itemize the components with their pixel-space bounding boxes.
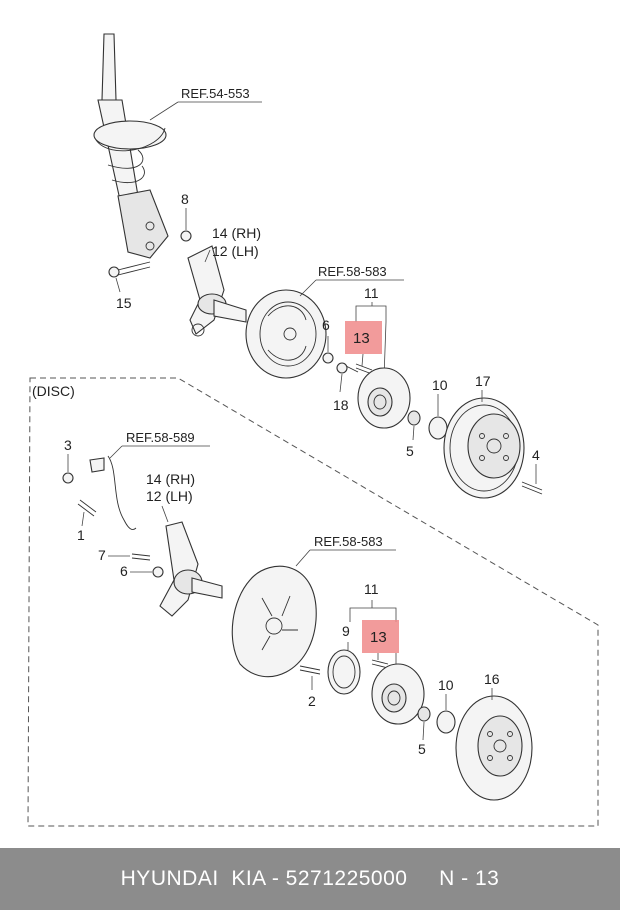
label-disc-16: 16 — [484, 671, 500, 687]
ref-drum-backing: REF.58-583 — [318, 264, 387, 279]
label-top-11: 11 — [364, 285, 379, 301]
bolt-18-part — [336, 362, 359, 374]
bolt-15-part — [108, 261, 151, 278]
footer-brand: HYUNDAI KIA - 5271225000 — [120, 867, 408, 890]
label-top-10: 10 — [432, 377, 448, 393]
strut-assembly — [93, 33, 169, 259]
label-top-5: 5 — [406, 443, 414, 459]
label-disc-2: 2 — [308, 693, 316, 709]
footer-bar: HYUNDAI KIA - 5271225000 N - 13 — [0, 848, 620, 910]
ref-disc-shield: REF.58-583 — [314, 534, 383, 549]
washer-6-top-part — [322, 352, 334, 364]
washer-6-disc-part — [152, 566, 164, 578]
label-disc-5: 5 — [418, 741, 426, 757]
label-disc-11: 11 — [364, 581, 379, 597]
brake-drum-17-part — [443, 397, 525, 499]
label-top-4: 4 — [532, 447, 540, 463]
label-disc-12: 12 (LH) — [146, 488, 193, 504]
label-disc-13: 13 — [370, 629, 387, 646]
wheel-hub-disc — [371, 663, 425, 725]
bolt-7-part — [131, 553, 151, 561]
bolt-1-part — [77, 499, 97, 517]
nut-5-disc-part — [417, 706, 431, 722]
hub-bolt-disc — [371, 659, 389, 669]
drum-brake-backing-plate — [245, 289, 327, 379]
ref-strut: REF.54-553 — [181, 86, 250, 101]
bolt-2-part — [299, 665, 321, 675]
brake-disc-16-part — [455, 695, 533, 801]
wheel-hub-top — [357, 367, 411, 429]
cap-10-top-part — [428, 416, 448, 440]
cap-10-disc-part — [436, 710, 456, 734]
nut-8-part — [180, 230, 192, 242]
highlight-disc-13 — [362, 620, 399, 653]
label-top-17: 17 — [475, 373, 491, 389]
disc-dust-shield — [231, 565, 317, 678]
nut-5-top-part — [407, 410, 421, 426]
footer-code: N - 13 — [439, 867, 500, 890]
label-disc-7: 7 — [98, 547, 106, 563]
label-top-15: 15 — [116, 295, 132, 311]
label-disc-1: 1 — [77, 527, 85, 543]
disc-section-boundary — [27, 377, 599, 827]
abs-sensor — [89, 455, 137, 531]
label-disc-3: 3 — [64, 437, 72, 453]
label-top-8: 8 — [181, 191, 189, 207]
label-disc-6: 6 — [120, 563, 128, 579]
label-top-12: 12 (LH) — [212, 243, 259, 259]
knuckle-drum — [187, 245, 247, 337]
parts-diagram: (DISC) REF.54-553 8 15 14 (RH) 12 (LH) — [27, 33, 599, 827]
label-disc-14: 14 (RH) — [146, 471, 195, 487]
highlight-top-13 — [345, 321, 382, 354]
label-disc-9: 9 — [342, 623, 350, 639]
label-top-18: 18 — [333, 397, 349, 413]
label-top-14: 14 (RH) — [212, 225, 261, 241]
bolt-4-part — [521, 481, 543, 495]
label-disc-10: 10 — [438, 677, 454, 693]
label-top-13: 13 — [353, 330, 370, 347]
footer-spacer — [407, 867, 439, 891]
bolt-3-part — [62, 472, 74, 484]
knuckle-disc — [159, 521, 223, 617]
disc-section-label: (DISC) — [32, 383, 75, 399]
ref-abs-sensor: REF.58-589 — [126, 430, 195, 445]
label-top-6: 6 — [322, 317, 330, 333]
